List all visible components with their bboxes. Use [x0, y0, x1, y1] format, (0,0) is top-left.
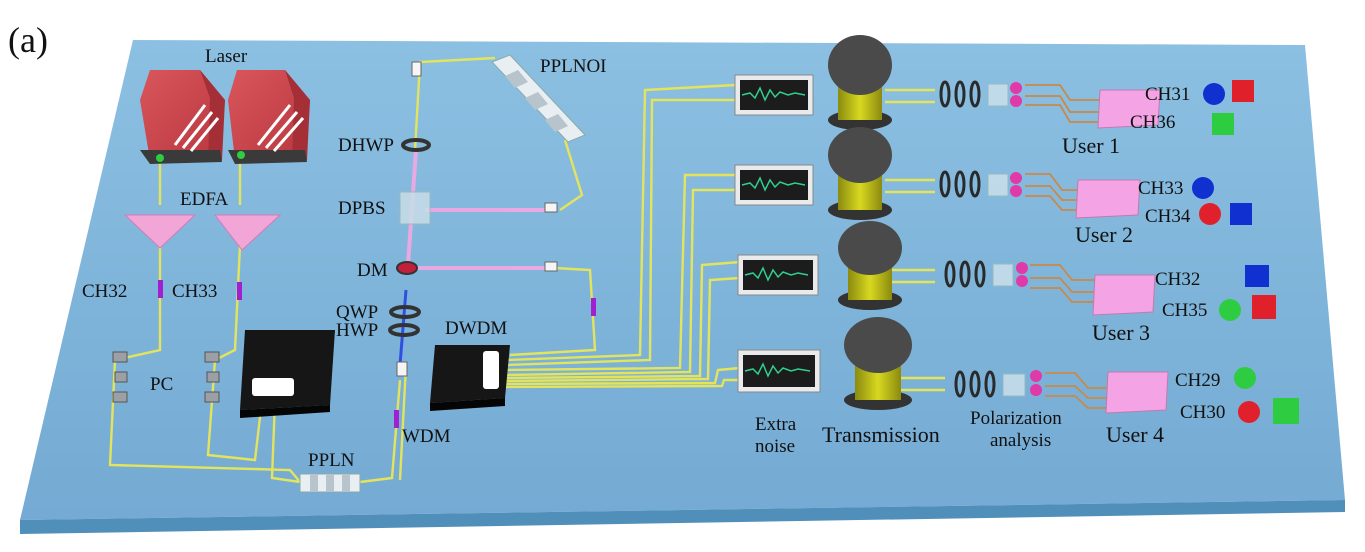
user-3-ch-top: CH32 [1155, 269, 1200, 290]
channel-row-2 [734, 127, 892, 220]
extra-noise-label-2: noise [755, 436, 795, 457]
ppln-label: PPLN [308, 450, 355, 471]
dpbs-label: DPBS [338, 198, 386, 219]
channel-row-4 [737, 317, 912, 410]
user-2-label: User 2 [1075, 222, 1133, 247]
channel-symbols [1192, 80, 1299, 424]
dhwp-label: DHWP [338, 135, 394, 156]
top-collimator [411, 61, 422, 77]
polarization-optics [939, 80, 996, 398]
edfa-amplifier-1 [123, 214, 197, 249]
channel-markers [158, 280, 596, 428]
user-box-3 [1092, 274, 1156, 316]
user-1-ch-top: CH31 [1145, 84, 1190, 105]
user-3-ch-bottom: CH35 [1162, 300, 1207, 321]
pump-module [240, 330, 335, 418]
user-fibers [1025, 84, 1110, 409]
user-4-ch-bottom: CH30 [1180, 402, 1225, 423]
ch32-left-label: CH32 [82, 281, 127, 302]
dwdm-module [430, 345, 510, 411]
user-box-2 [1075, 179, 1141, 219]
dm-mirror [396, 261, 418, 275]
pc-controller-2 [204, 351, 220, 403]
user-2-ch-top: CH33 [1138, 178, 1183, 199]
pplnoi-label: PPLNOI [540, 56, 607, 77]
user-1-label: User 1 [1062, 133, 1120, 158]
dhwp-plate [401, 138, 431, 152]
hwp-label: HWP [336, 320, 378, 341]
right-collimator-2 [544, 261, 558, 272]
user-1-ch-bottom: CH36 [1130, 112, 1175, 133]
fiber-network [108, 56, 945, 484]
ch33-left-label: CH33 [172, 281, 217, 302]
extra-noise-label-1: Extra [755, 414, 797, 435]
qwp-plate [389, 305, 421, 319]
transmission-label: Transmission [822, 422, 940, 447]
user-box-1 [1097, 89, 1161, 129]
channel-row-1 [734, 35, 892, 130]
wdm-connector [396, 361, 408, 377]
polarization-label-1: Polarization [970, 408, 1062, 429]
blue-beam [398, 289, 408, 366]
user-3-label: User 3 [1092, 320, 1150, 345]
pc-label: PC [150, 374, 173, 395]
polarization-label-2: analysis [990, 430, 1051, 451]
panel-label: (a) [8, 20, 48, 60]
user-4-ch-top: CH29 [1175, 370, 1220, 391]
dm-label: DM [357, 260, 388, 281]
pc-controller-1 [112, 351, 128, 403]
hwp-plate [388, 323, 420, 337]
pplnoi-crystal [491, 54, 586, 143]
ppln-crystal [299, 473, 361, 493]
right-collimator-1 [544, 202, 558, 213]
qwp-label: QWP [336, 302, 378, 323]
laser-1 [140, 70, 225, 164]
wdm-label: WDM [402, 426, 451, 447]
dpbs-cube [399, 191, 431, 225]
detectors [1010, 82, 1042, 396]
edfa-amplifier-2 [213, 214, 282, 251]
user-box-4 [1105, 371, 1169, 414]
dwdm-label: DWDM [445, 318, 507, 339]
laser-2 [228, 70, 310, 164]
user-4-label: User 4 [1106, 422, 1164, 447]
pbs-cubes [987, 83, 1026, 397]
edfa-label: EDFA [180, 189, 228, 210]
channel-row-3 [737, 221, 902, 310]
user-2-ch-bottom: CH34 [1145, 206, 1191, 227]
laser-label: Laser [205, 46, 248, 67]
